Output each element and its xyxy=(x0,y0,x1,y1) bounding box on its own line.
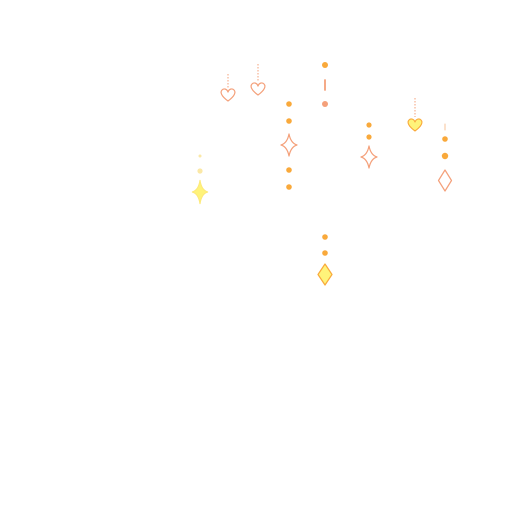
strand-5 xyxy=(317,62,333,286)
heart-outline-icon xyxy=(220,88,236,102)
strand-2 xyxy=(220,74,236,102)
strand-8-bead xyxy=(441,152,449,160)
strand-5-bead xyxy=(322,62,328,68)
strand-4-bead xyxy=(286,101,292,107)
strand-6-bead xyxy=(366,122,372,128)
strand-1-bead xyxy=(198,154,202,158)
strand-8 xyxy=(437,123,453,192)
strand-4-bead xyxy=(286,167,292,173)
strand-4-bead xyxy=(286,184,292,190)
strand-7 xyxy=(407,98,423,132)
strand-1 xyxy=(191,81,209,205)
strand-8-bead xyxy=(442,136,448,142)
strand-4 xyxy=(280,54,298,190)
heart-filled-icon xyxy=(407,118,423,132)
strand-5-bead xyxy=(322,234,328,240)
heart-outline-icon xyxy=(250,82,266,96)
strand-5-bead xyxy=(322,101,328,107)
four-point-star-icon xyxy=(191,179,209,205)
four-point-star-outline-icon xyxy=(360,145,378,169)
strand-5-bead xyxy=(322,250,328,256)
strand-6-bead xyxy=(366,134,372,140)
strand-4-bead xyxy=(286,118,292,124)
diamond-icon xyxy=(317,263,333,286)
diamond-outline-icon xyxy=(437,169,453,192)
strand-6 xyxy=(360,67,378,169)
strand-3 xyxy=(250,64,266,96)
strand-1-bead xyxy=(197,168,203,174)
four-point-star-outline-icon xyxy=(280,133,298,157)
